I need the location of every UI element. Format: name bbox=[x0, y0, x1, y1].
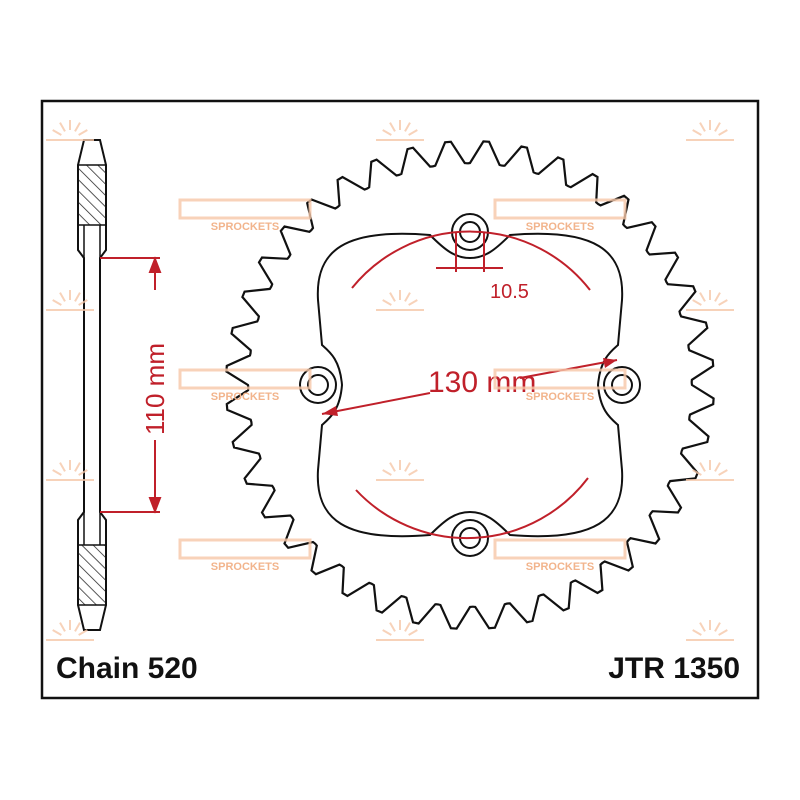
jt-logo-icon bbox=[178, 198, 312, 220]
hub-dimension bbox=[100, 256, 162, 514]
jt-sun-logo-icon bbox=[686, 120, 734, 141]
watermark-text: SPROCKETS bbox=[211, 221, 279, 233]
jt-sun-logo-icon bbox=[376, 120, 424, 141]
arrowhead bbox=[322, 406, 338, 416]
watermark-text: SPROCKETS bbox=[211, 561, 279, 573]
drawing-frame bbox=[40, 99, 760, 700]
arrowhead bbox=[603, 358, 617, 368]
bolt-hole-label: 10.5 bbox=[490, 281, 529, 303]
chain-label: Chain 520 bbox=[56, 652, 198, 685]
bolt-hole bbox=[611, 374, 633, 396]
part-code: JTR 1350 bbox=[608, 652, 740, 685]
side-profile bbox=[77, 139, 107, 631]
bolt-circle-label: 130 mm bbox=[428, 366, 536, 399]
hub-dimension-label: 110 mm bbox=[140, 343, 170, 435]
bolt-hole bbox=[307, 374, 329, 396]
jt-sun-logo-icon bbox=[686, 620, 734, 641]
jt-sun-logo-icon bbox=[46, 120, 94, 141]
bolt-circle-dimension bbox=[321, 230, 618, 540]
